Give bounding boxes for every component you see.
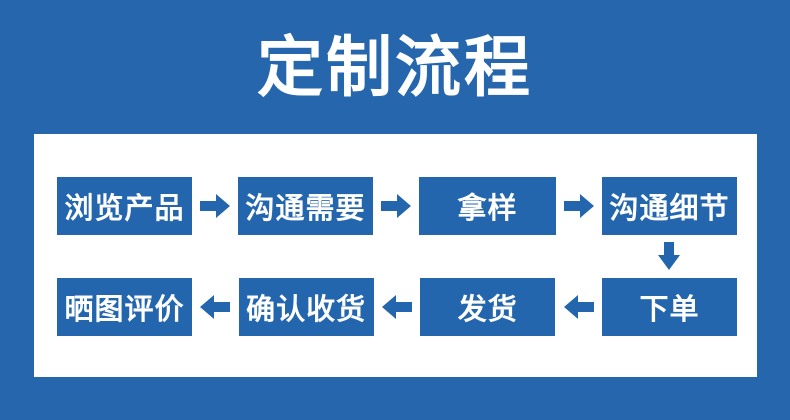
header-band: 定制流程 bbox=[0, 0, 790, 134]
flow-panel: 浏览产品 沟通需要 拿样 沟通细节 晒图评价 确认收货 bbox=[34, 134, 757, 377]
arrow-right-icon bbox=[200, 194, 230, 218]
arrow-right-icon bbox=[381, 194, 411, 218]
flow-step-ship-goods: 发货 bbox=[420, 278, 556, 336]
arrow-left-icon bbox=[200, 295, 231, 319]
arrow-right-icon bbox=[564, 194, 594, 218]
arrow-left-icon bbox=[381, 295, 412, 319]
page-title: 定制流程 bbox=[257, 30, 533, 104]
flow-row-top: 浏览产品 沟通需要 拿样 沟通细节 bbox=[57, 177, 737, 235]
flow-step-communicate-details: 沟通细节 bbox=[602, 177, 737, 235]
arrow-down-icon bbox=[658, 242, 680, 270]
flow-row-bottom: 晒图评价 确认收货 发货 下单 bbox=[57, 278, 737, 336]
flow-step-confirm-receipt: 确认收货 bbox=[238, 278, 374, 336]
flow-step-place-order: 下单 bbox=[601, 278, 737, 336]
flow-step-get-sample: 拿样 bbox=[419, 177, 556, 235]
flow-step-communicate-needs: 沟通需要 bbox=[238, 177, 373, 235]
flow-step-browse-products: 浏览产品 bbox=[57, 177, 192, 235]
arrow-left-icon bbox=[563, 295, 594, 319]
flow-step-post-review: 晒图评价 bbox=[57, 278, 192, 336]
